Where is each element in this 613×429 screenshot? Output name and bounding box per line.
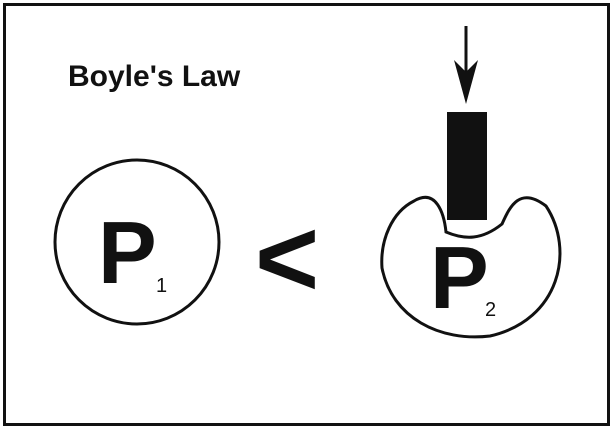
right-compressed-vessel: [380, 195, 562, 339]
left-gas-circle: [53, 158, 221, 326]
less-than-sign: <: [255, 197, 319, 320]
right-pressure-subscript: 2: [485, 299, 496, 321]
diagram-title: Boyle's Law: [68, 60, 241, 93]
left-pressure-subscript: 1: [156, 275, 167, 297]
force-arrow-head-icon: [454, 60, 478, 104]
piston-block: [447, 112, 487, 220]
left-pressure-symbol: P: [98, 203, 157, 302]
right-pressure-symbol: P: [430, 228, 489, 327]
